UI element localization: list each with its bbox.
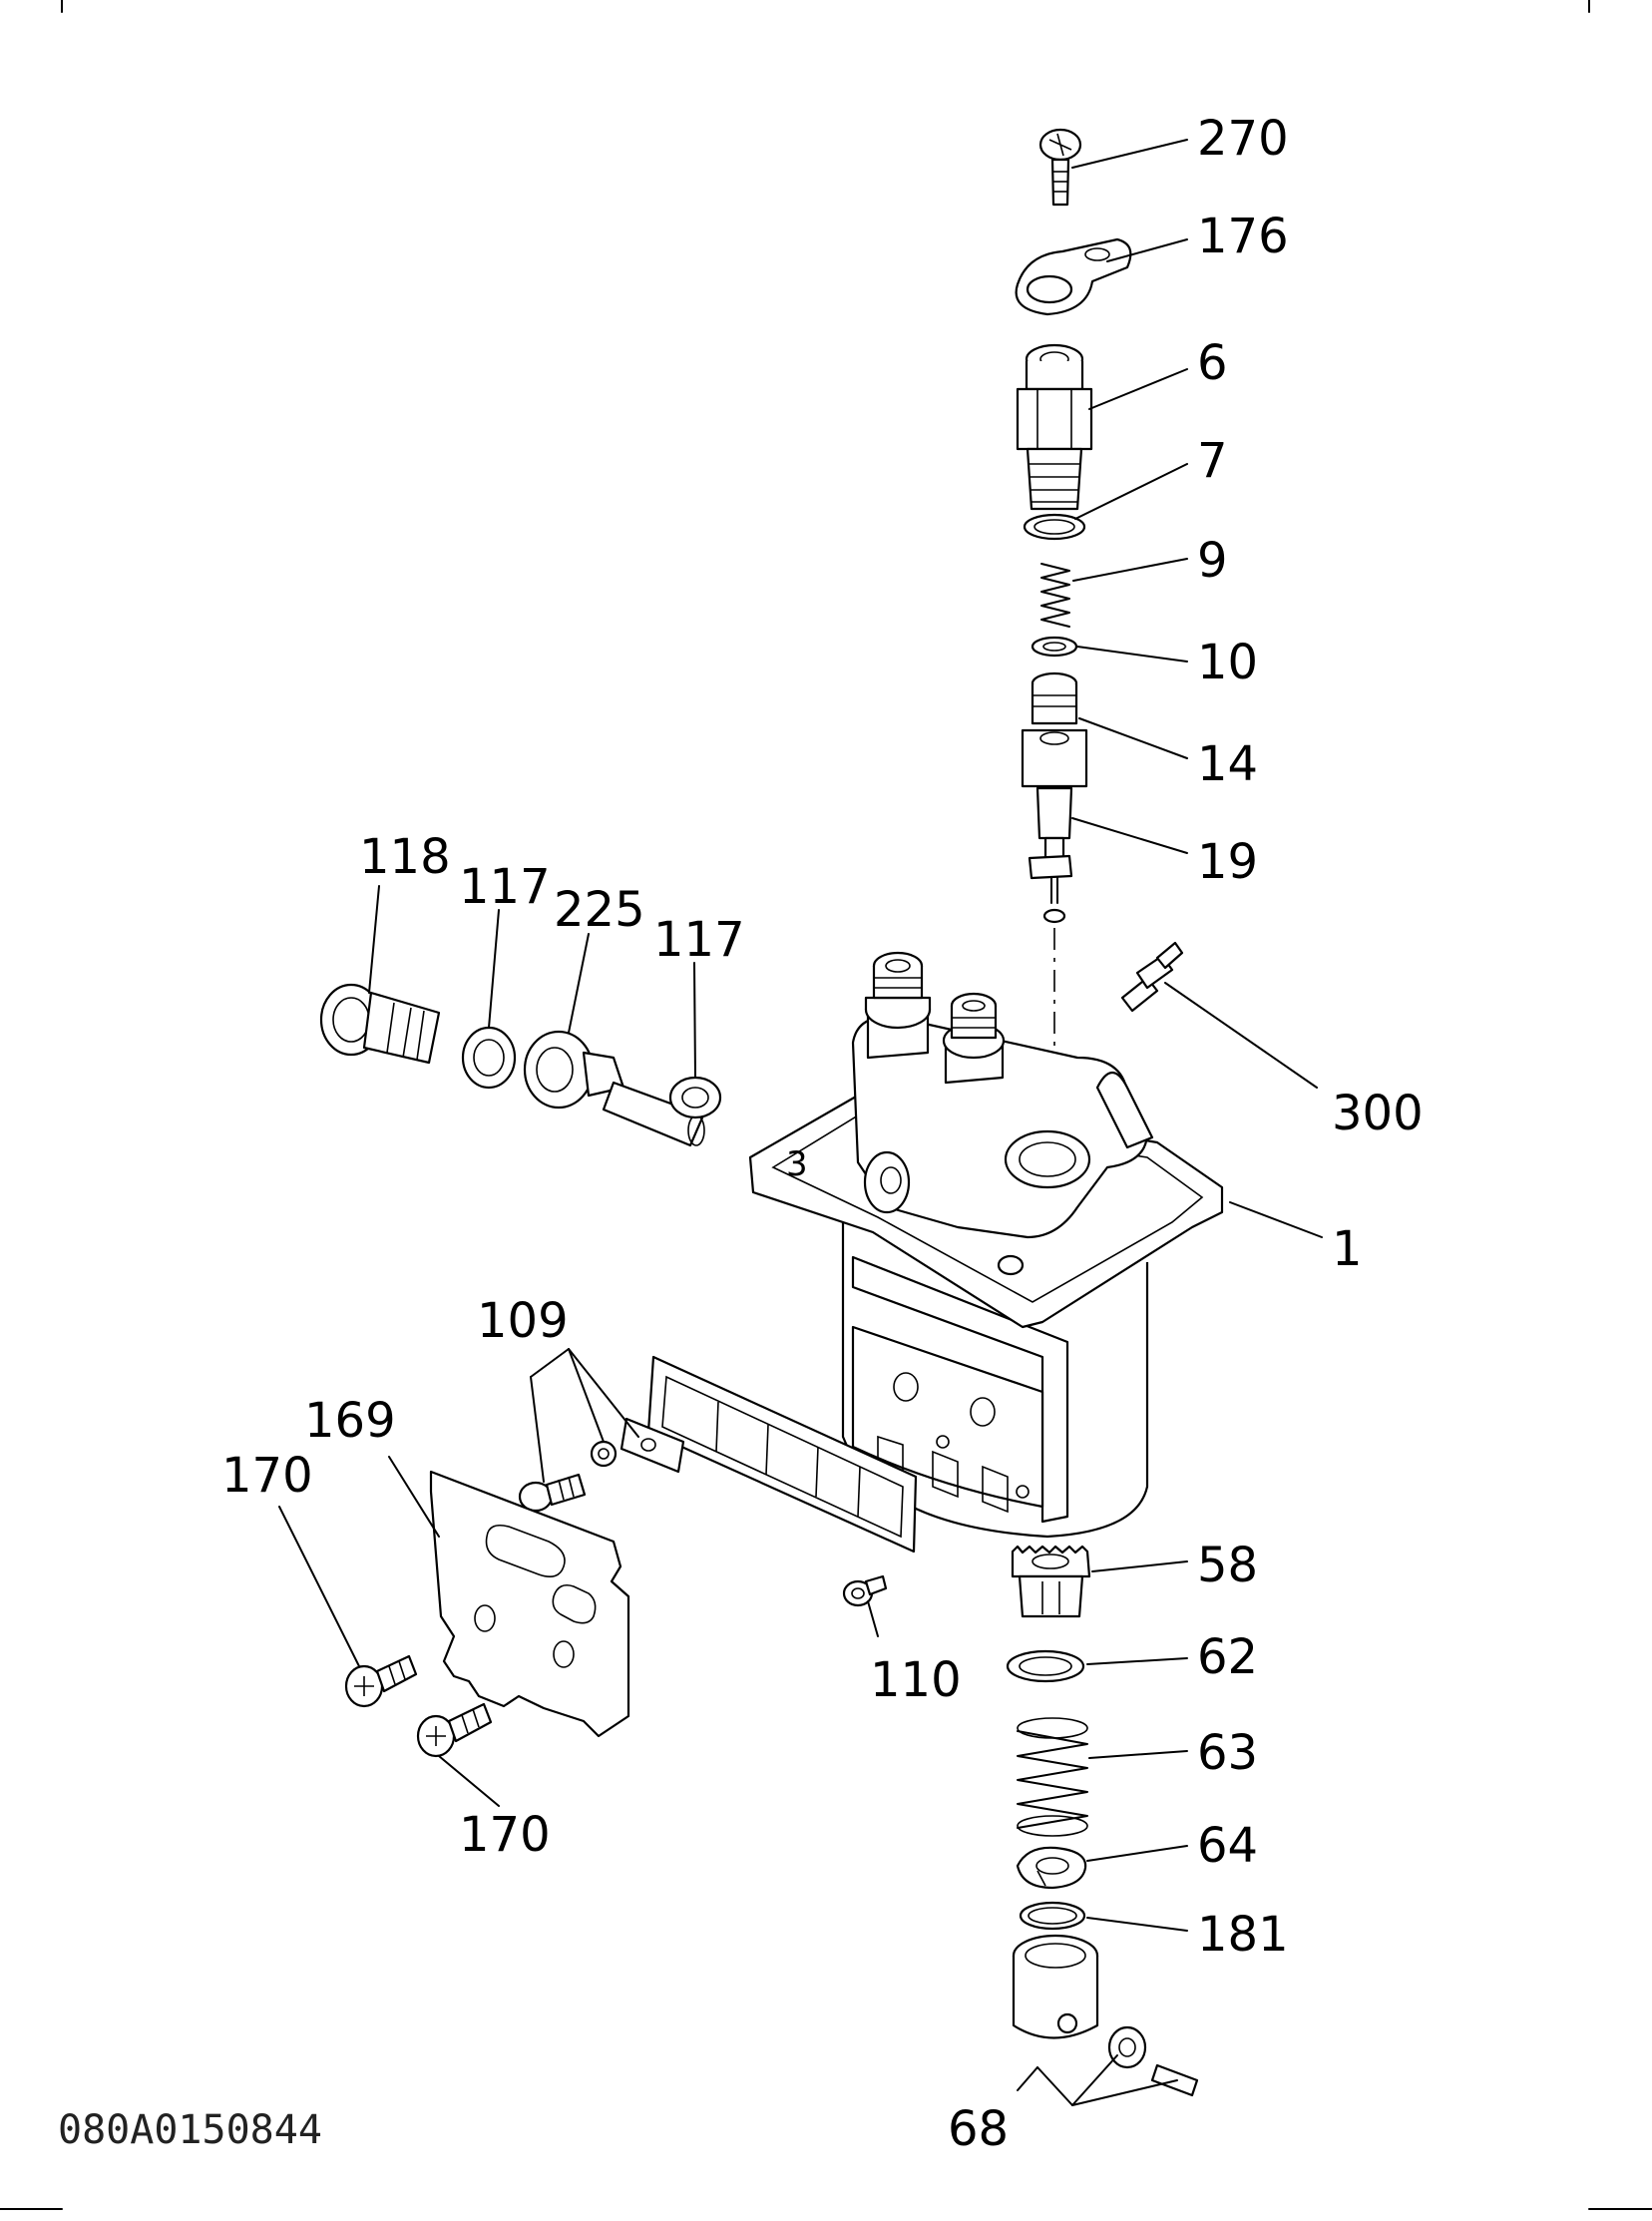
callout-117-b: 117 bbox=[653, 912, 745, 968]
part-118-banjo-bolt bbox=[319, 983, 441, 1065]
part-19-plunger bbox=[1028, 786, 1073, 924]
part-1-pump-housing: 3 bbox=[748, 951, 1224, 1539]
callout-19: 19 bbox=[1197, 834, 1258, 890]
part-7-gasket bbox=[1023, 513, 1086, 541]
callout-118: 118 bbox=[359, 829, 451, 885]
part-169-cover-plate bbox=[429, 1470, 630, 1738]
callout-300: 300 bbox=[1332, 1086, 1424, 1141]
part-117-washer-b bbox=[668, 1076, 722, 1119]
callout-170-b: 170 bbox=[459, 1807, 551, 1863]
part-62-washer bbox=[1006, 1649, 1085, 1683]
part-117-washer bbox=[461, 1026, 517, 1090]
callout-117: 117 bbox=[459, 859, 551, 915]
drawing-code: 080A0150844 bbox=[58, 2107, 322, 2153]
callout-6: 6 bbox=[1197, 335, 1228, 391]
callout-10: 10 bbox=[1197, 635, 1258, 690]
callout-68: 68 bbox=[948, 2101, 1009, 2157]
part-6-delivery-valve-holder bbox=[1016, 343, 1093, 511]
callout-64: 64 bbox=[1197, 1818, 1258, 1874]
callout-169: 169 bbox=[304, 1393, 396, 1449]
part-63-spring bbox=[1017, 1717, 1088, 1837]
callout-14: 14 bbox=[1197, 736, 1258, 792]
svg-text:3: 3 bbox=[786, 1144, 808, 1184]
part-10-washer bbox=[1031, 636, 1078, 658]
part-109-rack-plate bbox=[518, 1355, 918, 1554]
part-300-fitting bbox=[1120, 941, 1184, 1013]
part-9-spring bbox=[1040, 563, 1070, 628]
callout-109: 109 bbox=[477, 1293, 569, 1349]
callout-58: 58 bbox=[1197, 1538, 1258, 1593]
part-181-ring bbox=[1019, 1901, 1086, 1931]
part-68-tappet bbox=[1012, 1934, 1199, 2097]
callout-62: 62 bbox=[1197, 1629, 1258, 1685]
part-64-spring-seat bbox=[1016, 1846, 1087, 1890]
part-170-screw-a bbox=[344, 1654, 418, 1708]
callout-1: 1 bbox=[1332, 1221, 1363, 1277]
callout-181: 181 bbox=[1197, 1907, 1289, 1963]
part-14-delivery-valve bbox=[1021, 671, 1088, 788]
callout-270: 270 bbox=[1197, 111, 1289, 167]
part-270-bolt bbox=[1038, 128, 1082, 207]
part-225-banjo-pipe bbox=[523, 1030, 705, 1147]
part-176-plate bbox=[1015, 237, 1132, 316]
callout-labels: 270 176 6 7 9 10 14 19 118 117 225 117 3… bbox=[221, 111, 1424, 2157]
callout-110: 110 bbox=[870, 1652, 962, 1708]
part-58-control-sleeve bbox=[1011, 1545, 1091, 1618]
leader-lines bbox=[278, 139, 1323, 2106]
callout-9: 9 bbox=[1197, 533, 1228, 589]
callout-7: 7 bbox=[1197, 433, 1228, 489]
callout-225: 225 bbox=[554, 882, 645, 938]
part-110-screw bbox=[842, 1574, 888, 1607]
callout-63: 63 bbox=[1197, 1725, 1258, 1781]
callout-170: 170 bbox=[221, 1448, 313, 1504]
callout-176: 176 bbox=[1197, 209, 1289, 264]
part-170-screw-b bbox=[416, 1702, 493, 1758]
